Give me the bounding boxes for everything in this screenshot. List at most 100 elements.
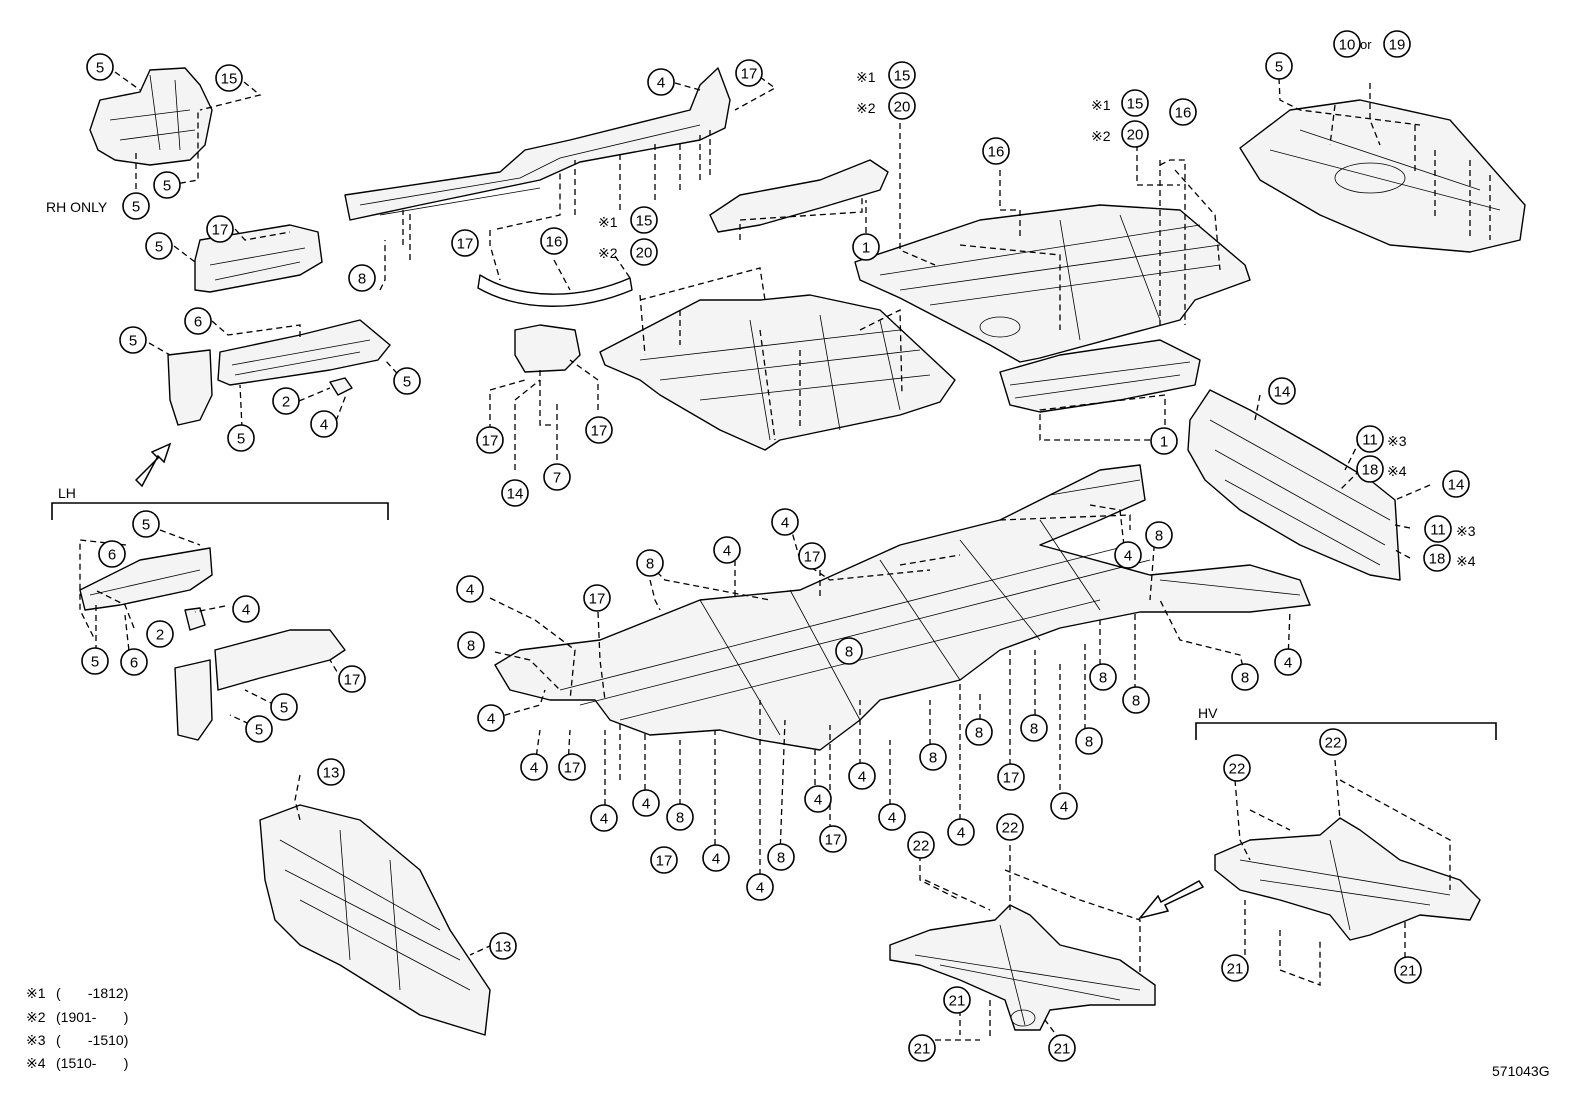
callout-number: 5 — [155, 239, 163, 256]
callout-circle — [888, 61, 916, 89]
mark-4-a: ※4 — [1387, 463, 1407, 479]
callout-number: 4 — [712, 851, 720, 868]
view-arrow-icon — [134, 442, 172, 488]
callout-4: 4 — [647, 68, 675, 96]
callout-1: 1 — [1150, 427, 1178, 455]
callout-number: 4 — [756, 880, 764, 897]
callout-number: 14 — [1448, 477, 1465, 494]
callout-circle — [451, 229, 479, 257]
callout-circle — [540, 227, 568, 255]
callout-circle — [848, 762, 876, 790]
callout-number: 19 — [1389, 37, 1406, 54]
callout-2: 2 — [146, 620, 174, 648]
callout-circle — [456, 575, 484, 603]
callout-circle — [227, 424, 255, 452]
front-apron-rh-part — [89, 67, 213, 166]
callout-circle — [1356, 455, 1384, 483]
callout-circle — [919, 743, 947, 771]
callout-number: 4 — [600, 811, 608, 828]
callout-5: 5 — [1265, 52, 1293, 80]
mark-2-b: ※2 — [598, 245, 618, 261]
callout-number: 20 — [894, 99, 911, 116]
callout-number: 17 — [656, 853, 673, 870]
callout-circle — [1356, 425, 1384, 453]
callout-number: 4 — [642, 796, 650, 813]
callout-number: 4 — [487, 711, 495, 728]
callout-1: 1 — [852, 233, 880, 261]
callout-16: 16 — [1169, 98, 1197, 126]
note-4-text: (1510- ) — [56, 1055, 128, 1071]
callout-number: 4 — [320, 417, 328, 434]
callout-circle — [1333, 30, 1361, 58]
callout-circle — [767, 843, 795, 871]
callout-number: 8 — [845, 644, 853, 661]
callout-number: 11 — [1430, 522, 1446, 539]
bracket-lh-part — [174, 659, 213, 741]
note-4-mark: ※4 — [26, 1055, 46, 1071]
mark-1-a: ※1 — [856, 69, 876, 85]
callout-21: 21 — [1394, 956, 1422, 984]
callout-15: 15 — [888, 61, 916, 89]
callout-21: 21 — [943, 986, 971, 1014]
floor-crossmember-upper-part — [709, 159, 889, 233]
callout-4: 4 — [590, 804, 618, 832]
callout-number: 17 — [825, 832, 842, 849]
jack-up-bracket-part — [514, 324, 581, 373]
note-2-mark: ※2 — [26, 1009, 46, 1025]
small-bracket-part — [329, 377, 353, 396]
callout-17: 17 — [819, 825, 847, 853]
callout-number: 17 — [1003, 770, 1020, 787]
callout-circle — [583, 584, 611, 612]
callout-circle — [666, 803, 694, 831]
callout-11: 11 — [1356, 425, 1384, 453]
callout-number: 20 — [1127, 127, 1144, 144]
callout-number: 1 — [862, 240, 870, 257]
callout-number: 4 — [723, 543, 731, 560]
callout-14: 14 — [501, 479, 529, 507]
callout-circle — [1121, 89, 1149, 117]
callout-8: 8 — [1075, 727, 1103, 755]
callout-number: 13 — [323, 765, 340, 782]
callout-circle — [184, 307, 212, 335]
callout-circle — [630, 206, 658, 234]
callout-number: 5 — [163, 178, 171, 195]
callout-5: 5 — [86, 53, 114, 81]
callout-circle — [1268, 377, 1296, 405]
notes-legend: ※1 ( -1812) ※2 (1901- ) ※3 ( -1510) ※4 (… — [26, 985, 128, 1071]
callout-circle — [145, 232, 173, 260]
callout-number: 8 — [777, 850, 785, 867]
mark-1-c: ※1 — [1091, 97, 1111, 113]
callout-circle — [1169, 98, 1197, 126]
callout-8: 8 — [1145, 521, 1173, 549]
callout-number: 11 — [1362, 432, 1378, 449]
callout-8: 8 — [1020, 714, 1048, 742]
callout-circle — [888, 92, 916, 120]
callout-4: 4 — [746, 873, 774, 901]
callout-circle — [1114, 541, 1142, 569]
callout-number: 8 — [1099, 670, 1107, 687]
callout-circle — [1075, 727, 1103, 755]
callout-8: 8 — [919, 743, 947, 771]
note-1-text: ( -1812) — [56, 985, 128, 1001]
callout-number: 20 — [636, 245, 653, 262]
callout-number: 8 — [929, 750, 937, 767]
rear-floor-spare-pan-part — [1239, 99, 1526, 253]
front-side-member-rh-part — [217, 319, 391, 386]
callout-19: 19 — [1383, 30, 1411, 58]
callout-circle — [771, 508, 799, 536]
callout-circle — [878, 803, 906, 831]
callout-21: 21 — [1221, 954, 1249, 982]
callout-number: 15 — [221, 71, 238, 88]
callout-17: 17 — [206, 215, 234, 243]
lh-bracket — [51, 502, 389, 520]
callout-4: 4 — [632, 789, 660, 817]
callout-18: 18 — [1423, 544, 1451, 572]
callout-number: 21 — [1054, 1041, 1071, 1058]
dash-panel-part — [259, 804, 491, 1036]
callout-number: 8 — [467, 638, 475, 655]
callout-number: 4 — [858, 769, 866, 786]
callout-17: 17 — [451, 229, 479, 257]
callout-4: 4 — [771, 508, 799, 536]
callout-8: 8 — [767, 843, 795, 871]
callout-5: 5 — [153, 171, 181, 199]
